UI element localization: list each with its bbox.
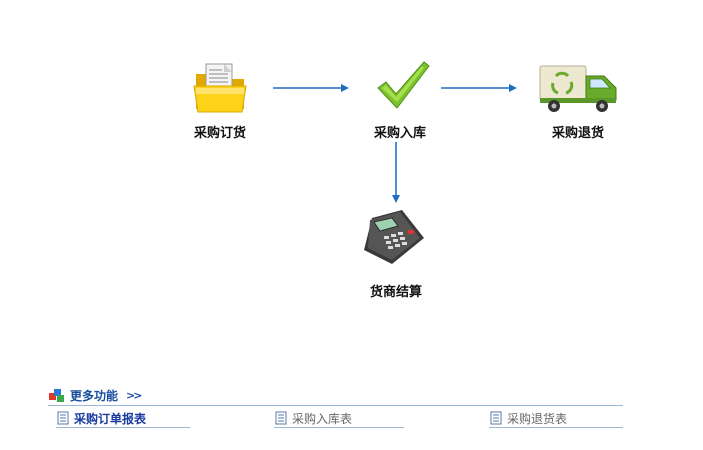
folder-icon (193, 63, 247, 113)
document-icon (275, 411, 287, 425)
purchase-order-report-link[interactable]: 采购订单报表 (56, 409, 190, 428)
more-functions-divider (48, 405, 623, 406)
more-functions-title: 更多功能 (70, 388, 119, 403)
purchase-return-report-label: 采购退货表 (507, 411, 568, 426)
flow-arrow-stockin-to-return (441, 84, 517, 92)
purchase-stockin-report-label: 采购入库表 (292, 411, 353, 426)
purchase-return-report-link[interactable]: 采购退货表 (489, 409, 623, 428)
purchase-stockin-node[interactable]: 采购入库 (340, 58, 460, 148)
purchase-return-node[interactable]: 采购退货 (518, 58, 638, 148)
double-chevron-icon[interactable]: >> (126, 388, 143, 402)
purchase-stockin-report-link[interactable]: 采购入库表 (274, 409, 404, 428)
flow-arrow-order-to-stockin (273, 84, 349, 92)
purchase-return-label: 采购退货 (551, 126, 604, 141)
purchase-stockin-label: 采购入库 (373, 126, 426, 141)
supplier-settlement-node[interactable]: 货商结算 (336, 206, 456, 302)
flow-arrow-stockin-to-settle (392, 142, 400, 203)
cubes-icon (49, 389, 64, 402)
pos-terminal-icon (364, 210, 424, 264)
document-icon (490, 411, 502, 425)
recycle-truck-icon (539, 65, 617, 112)
purchase-order-node[interactable]: 采购订货 (160, 58, 280, 148)
purchase-order-report-label: 采购订单报表 (74, 411, 147, 426)
checkmark-icon (377, 61, 430, 109)
purchase-order-label: 采购订货 (193, 126, 246, 141)
more-functions-header: 更多功能 >> (48, 386, 143, 404)
document-icon (57, 411, 69, 425)
supplier-settlement-label: 货商结算 (369, 285, 422, 300)
